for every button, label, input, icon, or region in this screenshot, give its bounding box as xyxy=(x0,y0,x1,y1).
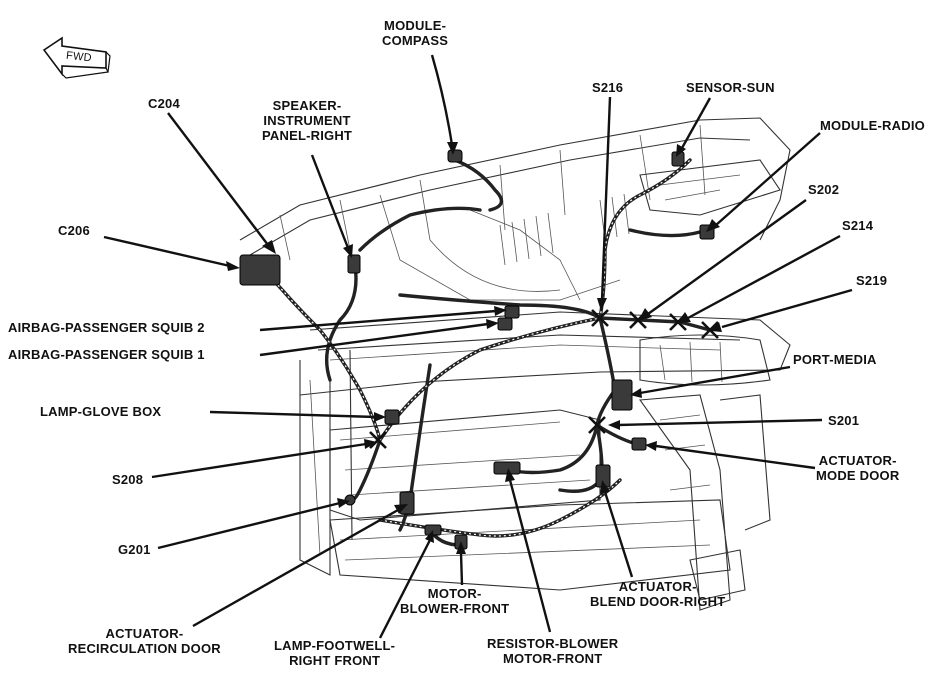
connectors xyxy=(239,149,715,550)
label-s219: S219 xyxy=(856,273,888,288)
label-port-media: PORT-MEDIA xyxy=(793,352,877,367)
label-lamp-footwell: LAMP-FOOTWELL- RIGHT FRONT xyxy=(274,638,396,668)
fwd-label: FWD xyxy=(65,49,93,65)
label-motor-blower: MOTOR- BLOWER-FRONT xyxy=(400,586,510,616)
label-s202: S202 xyxy=(808,182,840,197)
label-s208: S208 xyxy=(112,472,144,487)
fwd-arrow-icon xyxy=(42,36,111,79)
label-s201: S201 xyxy=(828,413,860,428)
label-module-radio: MODULE-RADIO xyxy=(820,118,925,133)
label-s214: S214 xyxy=(842,218,874,233)
label-airbag-squib-1: AIRBAG-PASSENGER SQUIB 1 xyxy=(8,347,205,362)
label-module-compass: MODULE- COMPASS xyxy=(382,18,449,48)
splice-markers xyxy=(369,309,719,449)
label-c204: C204 xyxy=(148,96,180,111)
label-sensor-sun: SENSOR-SUN xyxy=(686,80,775,95)
label-actuator-blend-door: ACTUATOR- BLEND DOOR-RIGHT xyxy=(590,579,726,609)
leader-lines xyxy=(103,54,853,639)
label-actuator-mode-door: ACTUATOR- MODE DOOR xyxy=(816,453,900,483)
label-resistor-blower: RESISTOR-BLOWER MOTOR-FRONT xyxy=(487,636,619,666)
label-lamp-glove-box: LAMP-GLOVE BOX xyxy=(40,404,162,419)
label-airbag-squib-2: AIRBAG-PASSENGER SQUIB 2 xyxy=(8,320,205,335)
wiring-harness xyxy=(263,158,712,547)
label-g201: G201 xyxy=(118,542,151,557)
instrument-panel-structure xyxy=(239,117,791,611)
label-c206: C206 xyxy=(58,223,90,238)
label-actuator-recirc-door: ACTUATOR- RECIRCULATION DOOR xyxy=(68,626,221,656)
label-speaker-ip-right: SPEAKER- INSTRUMENT PANEL-RIGHT xyxy=(262,98,353,143)
label-s216: S216 xyxy=(592,80,624,95)
